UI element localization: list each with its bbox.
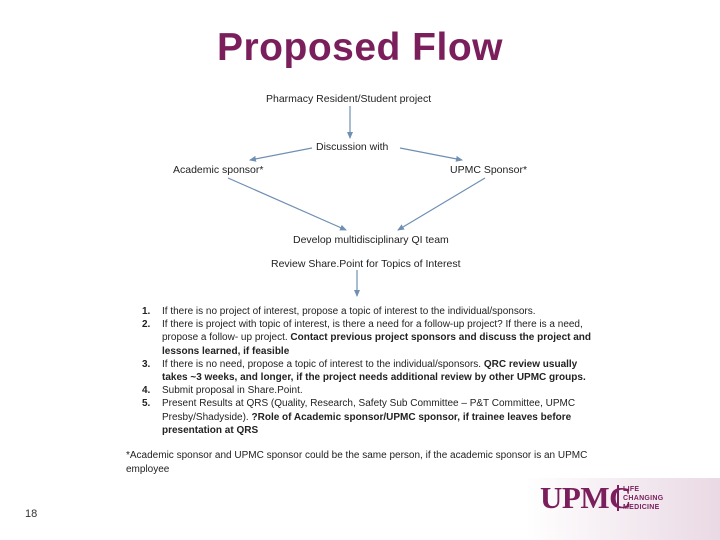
node-qi-team: Develop multidisciplinary QI team	[293, 234, 449, 246]
step-item: 2. If there is project with topic of int…	[142, 318, 592, 358]
tagline-line: LIFE	[623, 486, 640, 493]
step-item: 3. If there is no need, propose a topic …	[142, 358, 592, 384]
page-number: 18	[25, 508, 38, 520]
node-academic-sponsor: Academic sponsor*	[173, 164, 264, 176]
page-title: Proposed Flow	[216, 26, 503, 69]
step-item: 5. Present Results at QRS (Quality, Rese…	[142, 397, 592, 437]
logo-background	[526, 478, 720, 540]
step-number: 2.	[142, 319, 151, 331]
node-upmc-sponsor: UPMC Sponsor*	[450, 164, 528, 176]
arrow-academic-to-qi	[227, 177, 347, 231]
footnote: *Academic sponsor and UPMC sponsor could…	[126, 450, 588, 475]
step-number: 5.	[142, 398, 151, 410]
step-text: Submit proposal in Share.Point.	[162, 385, 303, 397]
step-number: 3.	[142, 358, 151, 370]
step-text-emphasis: Contact previous project sponsors and di…	[162, 332, 592, 357]
step-text-emphasis: ?Role of Academic sponsor/UPMC sponsor, …	[162, 411, 572, 436]
step-text: If there is project with topic of intere…	[162, 319, 583, 344]
step-text: If there is no project of interest, prop…	[162, 306, 536, 317]
step-item: 1. If there is no project of interest, p…	[142, 305, 592, 318]
arrow-discussion-to-academic	[249, 147, 313, 162]
logo-divider	[617, 485, 619, 511]
node-sharepoint: Review Share.Point for Topics of Interes…	[271, 258, 461, 270]
step-text: Present Results at QRS (Quality, Researc…	[162, 398, 576, 423]
logo-tagline: LIFE CHANGING MEDICINE	[623, 485, 664, 512]
step-item: 4. Submit proposal in Share.Point.	[142, 384, 592, 397]
arrow-upmc-to-qi	[397, 177, 486, 231]
step-number: 1.	[142, 306, 151, 317]
tagline-line: CHANGING	[623, 495, 664, 502]
tagline-line: MEDICINE	[623, 504, 660, 511]
step-text-emphasis: QRC review usually takes ~3 weeks, and l…	[162, 358, 586, 384]
step-text: If there is no need, propose a topic of …	[162, 358, 484, 370]
node-project: Pharmacy Resident/Student project	[266, 93, 432, 105]
step-number: 4.	[142, 385, 151, 397]
node-discussion: Discussion with	[316, 141, 389, 153]
upmc-logo: UPMC	[540, 480, 631, 515]
arrow-discussion-to-upmc	[399, 147, 463, 162]
steps-list: 1. If there is no project of interest, p…	[142, 305, 592, 437]
